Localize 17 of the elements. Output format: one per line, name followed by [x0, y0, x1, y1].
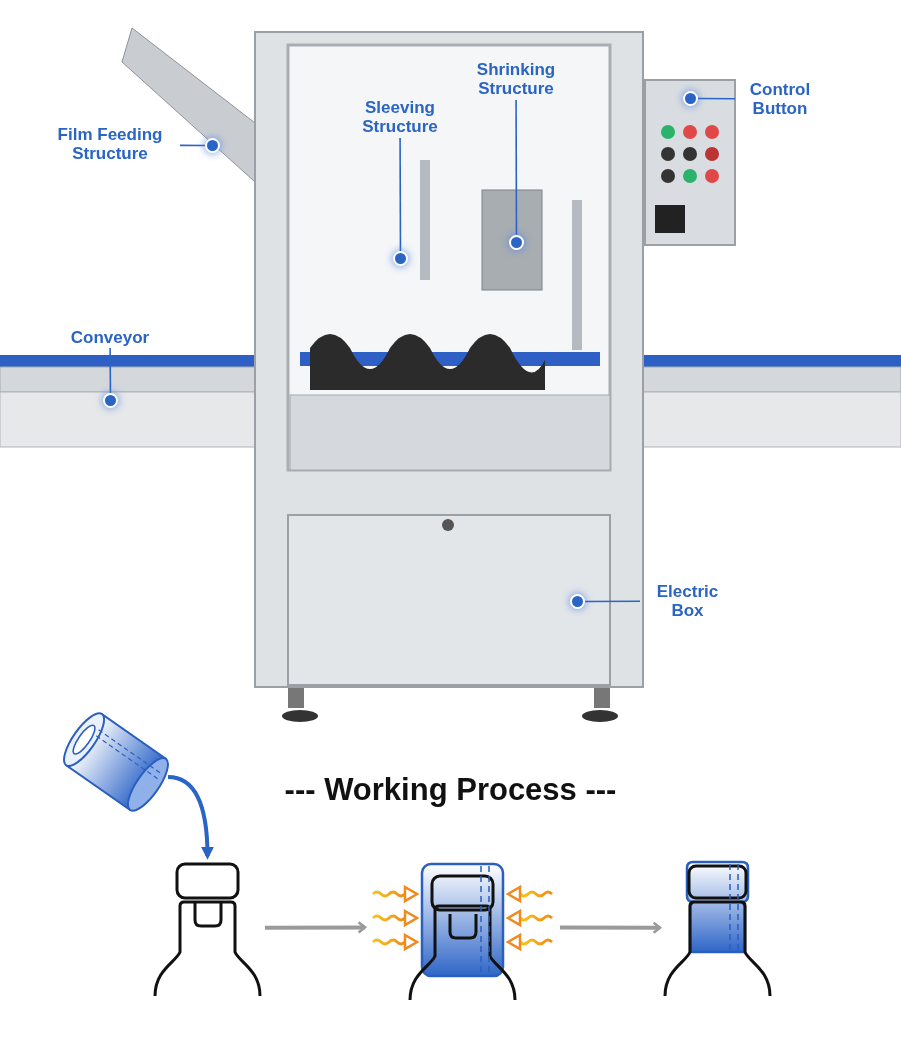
arrow [560, 921, 662, 935]
callout-label: Shrinking Structure [466, 60, 566, 100]
section-heading: --- Working Process --- [284, 772, 617, 808]
leader-line [584, 600, 641, 603]
callout-label: Conveyor [55, 328, 165, 348]
leader-line [399, 137, 402, 252]
leader-line [515, 99, 518, 236]
leader-line [109, 347, 112, 394]
callout-label: Control Button [735, 80, 825, 118]
arrow [167, 774, 214, 860]
arrow [265, 921, 367, 934]
leader-line [179, 144, 206, 147]
callout-label: Sleeving Structure [350, 98, 450, 138]
leader-line [697, 97, 736, 100]
callout-dot [205, 138, 220, 153]
callout-label: Electric Box [640, 582, 735, 620]
callout-label: Film Feeding Structure [40, 125, 180, 165]
